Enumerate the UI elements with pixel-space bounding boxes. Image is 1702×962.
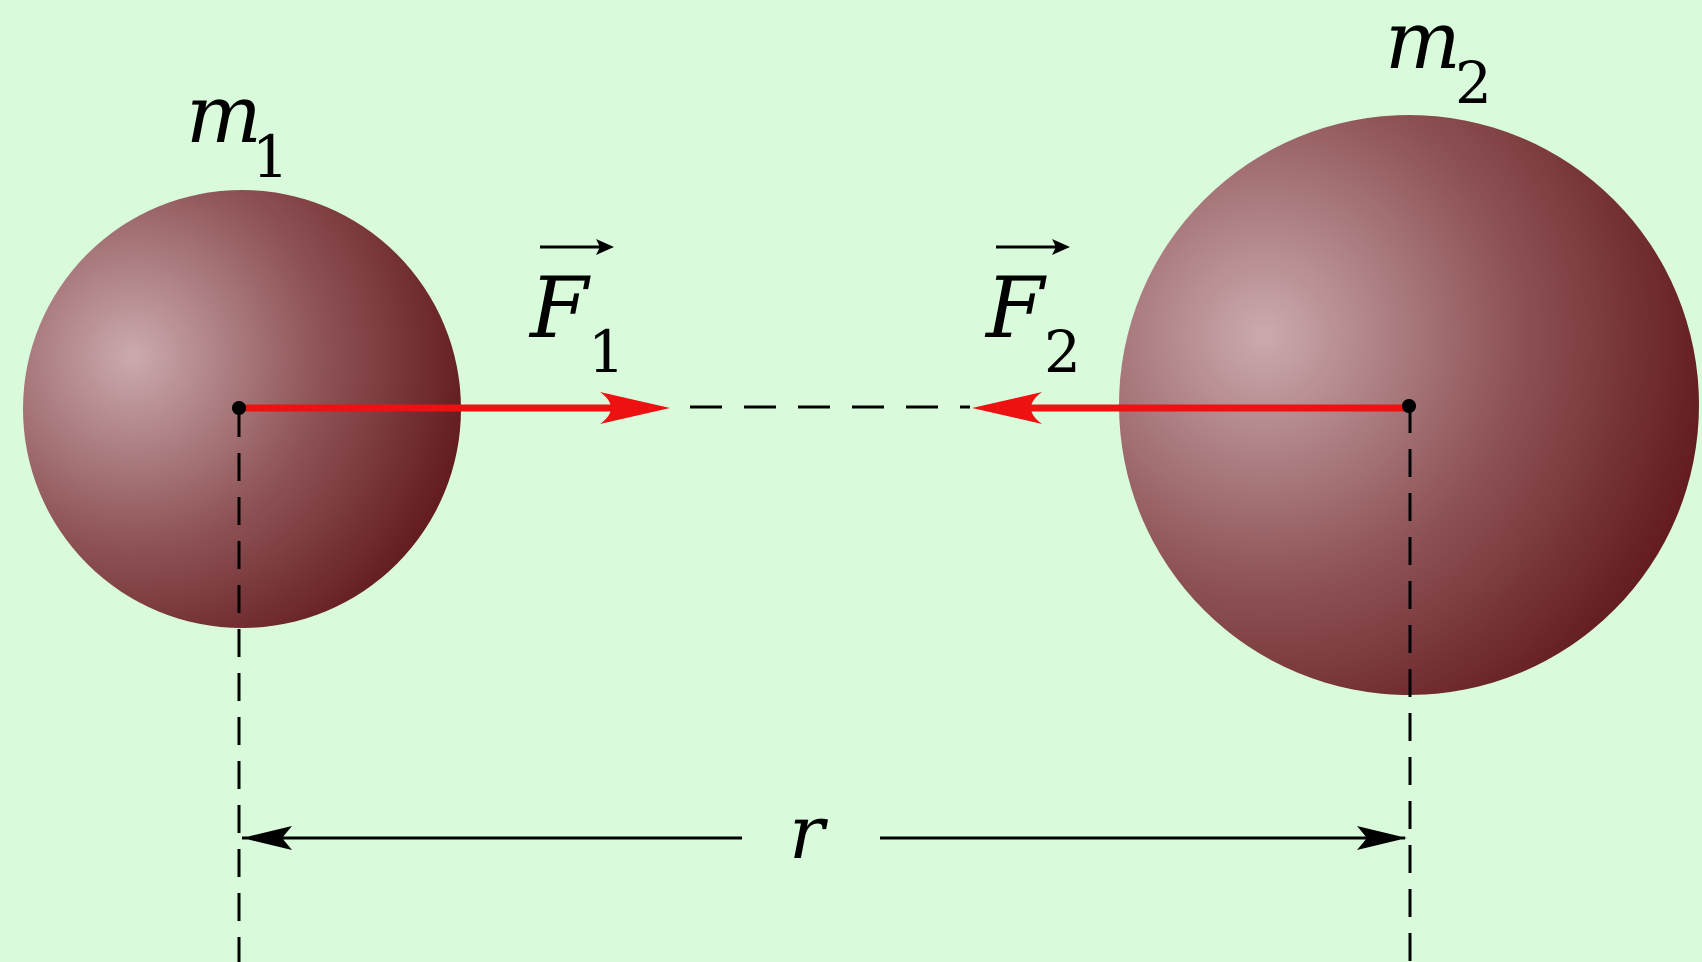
vector-arrow-icon <box>996 239 1070 255</box>
force-1-symbol: F <box>528 259 591 357</box>
force-2-label: F 2 <box>984 239 1081 386</box>
mass-2-label: m 2 <box>1385 0 1492 117</box>
vector-arrow-icon <box>540 239 614 255</box>
mass-1-label: m 1 <box>186 68 289 191</box>
force-1-label: F 1 <box>528 239 625 386</box>
mass-1-subscript: 1 <box>252 123 289 191</box>
mass-1-center-dot <box>232 401 246 415</box>
mass-1-symbol: m <box>186 68 262 161</box>
distance-dimension-arrow <box>242 826 1407 850</box>
force-1-subscript: 1 <box>588 318 625 386</box>
force-2-arrow <box>972 392 1410 424</box>
distance-label: r <box>789 790 829 876</box>
mass-2-symbol: m <box>1385 0 1461 87</box>
force-1-arrow <box>239 392 670 424</box>
force-2-subscript: 2 <box>1044 318 1081 386</box>
force-2-symbol: F <box>984 259 1047 357</box>
mass-2-center-dot <box>1402 399 1416 413</box>
mass-2-subscript: 2 <box>1455 49 1492 117</box>
